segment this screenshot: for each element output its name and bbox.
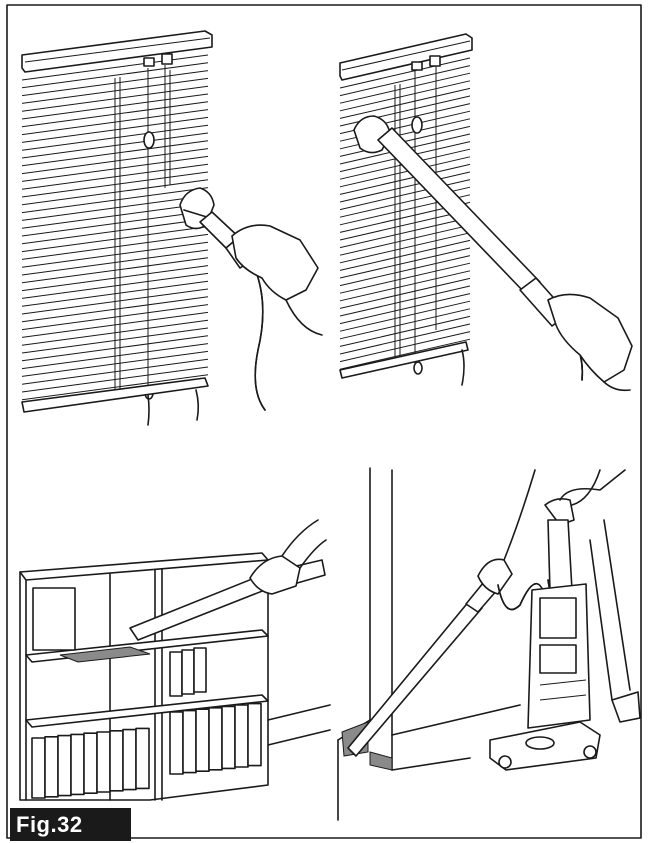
book: [247, 702, 262, 767]
slat-line: [339, 315, 471, 347]
blind-headrail: [21, 30, 213, 73]
slat-line: [339, 65, 471, 97]
books-middle: [169, 647, 207, 697]
slat-line: [339, 331, 471, 363]
books-bottom: [31, 702, 262, 799]
book: [135, 727, 150, 790]
slat-line: [339, 156, 471, 188]
slat-line: [339, 277, 471, 309]
slat-line: [339, 300, 471, 332]
extension-wand: [353, 115, 633, 392]
slat-line: [339, 270, 471, 302]
book: [208, 706, 223, 771]
book: [221, 705, 236, 770]
book: [234, 704, 249, 768]
book: [44, 735, 59, 798]
book: [182, 709, 197, 774]
figure-frame: [6, 4, 642, 839]
slat-line: [339, 247, 471, 279]
dusting-brush-tool: [179, 187, 323, 411]
book: [195, 708, 210, 773]
slat-line: [21, 54, 209, 81]
slat-line: [21, 62, 209, 89]
slat-line: [339, 224, 471, 256]
slat-line: [339, 179, 471, 211]
slat-line: [339, 171, 471, 203]
slat-line: [339, 262, 471, 294]
crevice-tool: [129, 519, 327, 641]
book: [83, 732, 98, 795]
slat-line: [339, 338, 471, 370]
slat-line: [339, 323, 471, 355]
slat-line: [339, 163, 471, 195]
slat-line: [339, 57, 471, 89]
upright-vacuum: [489, 498, 601, 771]
slat-line: [339, 232, 471, 264]
slat-line: [339, 255, 471, 287]
slat-line: [339, 87, 471, 119]
panel-bottom-right: [337, 467, 641, 821]
slat-line: [339, 209, 471, 241]
book: [31, 737, 46, 799]
book: [169, 711, 184, 775]
book: [96, 731, 111, 793]
book: [122, 728, 137, 791]
blind-slats-right: [339, 57, 471, 370]
book: [109, 729, 124, 792]
panel-top-right: [339, 33, 633, 392]
slat-line: [339, 308, 471, 340]
book: [57, 734, 72, 797]
slat-line: [339, 285, 471, 317]
panel-bottom-left: [19, 519, 331, 801]
slat-line: [339, 217, 471, 249]
book: [70, 733, 85, 796]
panel-top-left: [21, 30, 323, 426]
slat-line: [339, 293, 471, 325]
slat-line: [339, 80, 471, 112]
figure-label: Fig.32: [10, 808, 131, 841]
slat-line: [339, 72, 471, 104]
slat-line: [339, 239, 471, 271]
